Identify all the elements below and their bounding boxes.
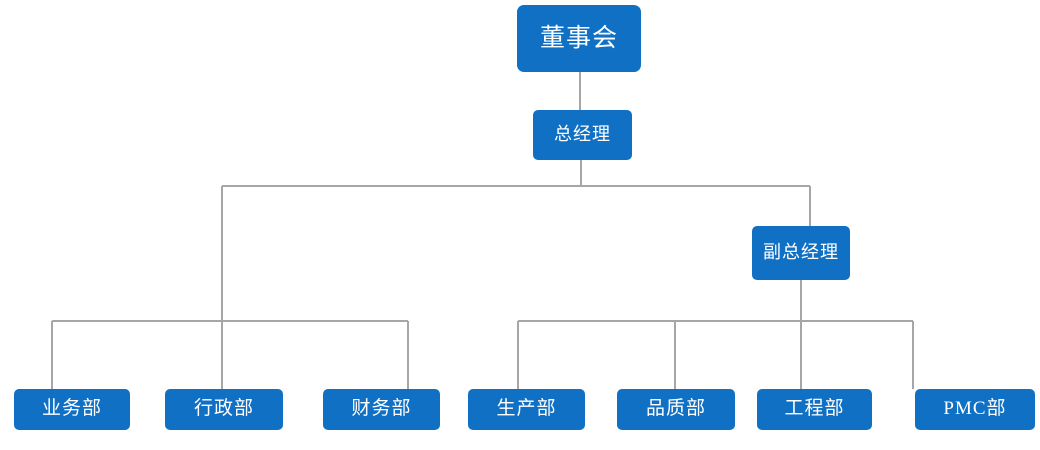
node-deputy-general-manager-label: 副总经理 [763, 242, 839, 263]
node-department-label: 工程部 [784, 398, 845, 420]
node-department-label: 行政部 [193, 398, 254, 420]
node-department-label: PMC部 [943, 398, 1007, 420]
node-department[interactable]: 工程部 [757, 389, 872, 430]
node-department[interactable]: 财务部 [323, 389, 440, 430]
node-department-label: 业务部 [41, 398, 102, 420]
node-board[interactable]: 董事会 [517, 5, 641, 72]
node-deputy-general-manager[interactable]: 副总经理 [752, 226, 850, 280]
node-department-label: 生产部 [496, 398, 557, 420]
node-department-label: 财务部 [351, 398, 412, 420]
node-general-manager[interactable]: 总经理 [533, 110, 632, 160]
node-board-label: 董事会 [539, 24, 618, 52]
node-department[interactable]: PMC部 [915, 389, 1035, 430]
node-general-manager-label: 总经理 [554, 124, 611, 145]
node-department[interactable]: 品质部 [617, 389, 735, 430]
node-department[interactable]: 业务部 [14, 389, 130, 430]
node-department[interactable]: 生产部 [468, 389, 585, 430]
node-department-label: 品质部 [645, 398, 706, 420]
node-department[interactable]: 行政部 [165, 389, 283, 430]
